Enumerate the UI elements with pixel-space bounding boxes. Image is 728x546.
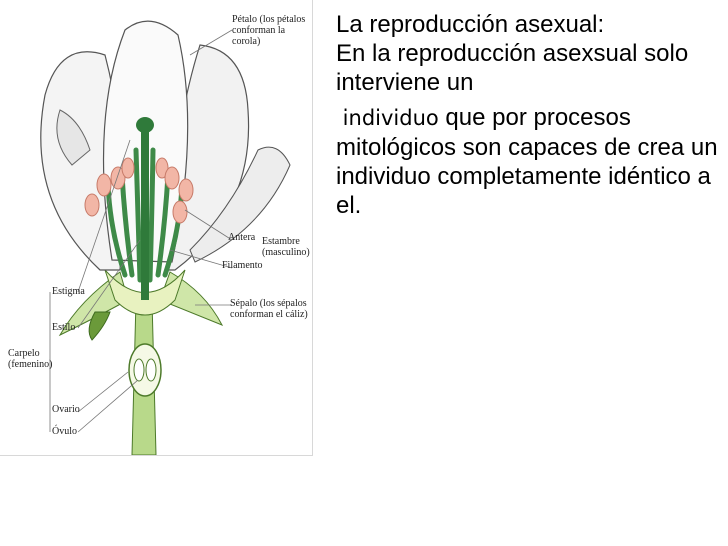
label-filamento: Filamento [222, 260, 263, 271]
label-sepalo: Sépalo (los sépalos conforman el cáliz) [230, 298, 308, 320]
label-ovulo: Óvulo [52, 426, 77, 437]
highlight-word: individuo [342, 106, 439, 130]
text-line-3: individuo que por procesos mitológicos s… [336, 103, 721, 220]
label-estilo: Estilo [52, 322, 76, 333]
label-estigma: Estigma [52, 286, 85, 297]
flower-diagram: Pétalo (los pétalos conforman la corola)… [0, 0, 313, 456]
text-line-3-rest: que por procesos mitológicos son capaces… [336, 104, 718, 219]
label-petalo: Pétalo (los pétalos conforman la corola) [232, 14, 306, 47]
label-ovario: Ovario [52, 404, 80, 415]
flower-illustration [40, 20, 291, 455]
text-line-1: La reproducción asexual: [336, 11, 605, 38]
body-text: La reproducción asexual: En la reproducc… [336, 10, 721, 220]
label-antera: Antera [228, 232, 256, 243]
text-line-2: En la reproducción asexsual solo intervi… [336, 40, 689, 96]
label-carpelo: Carpelo (femenino) [8, 348, 53, 370]
label-estambre: Estambre (masculino) [262, 236, 310, 258]
